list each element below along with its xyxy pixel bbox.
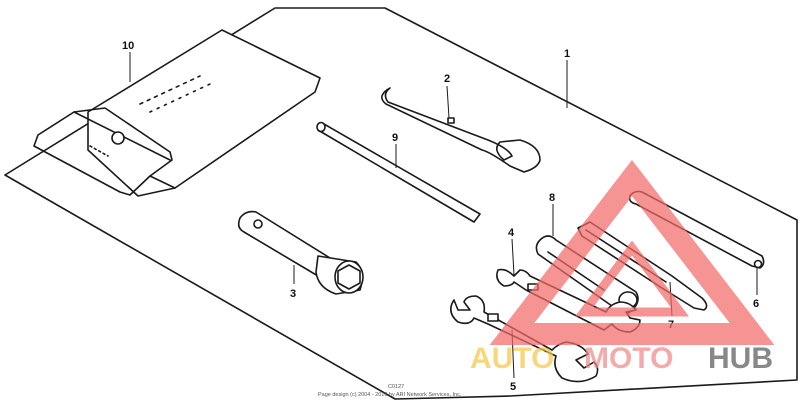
callout-9: 9	[392, 132, 398, 144]
callout-10: 10	[122, 40, 134, 52]
kit-outline	[4, 7, 798, 400]
callout-8: 8	[549, 192, 555, 204]
watermark-hub: HUB	[708, 342, 773, 375]
part-tool-bag	[33, 29, 321, 197]
part-socket	[237, 210, 364, 295]
part-rod	[316, 121, 481, 223]
leader-4	[511, 238, 515, 276]
part-pin-spanner	[381, 87, 541, 173]
footer-copyright: Page design (c) 2004 - 2016 by ARI Netwo…	[318, 392, 462, 398]
leader-2	[446, 85, 450, 119]
watermark-auto: AUTO	[470, 342, 554, 375]
callout-1: 1	[564, 48, 570, 60]
footer-code: C0127	[388, 384, 404, 390]
callout-3: 3	[290, 288, 296, 300]
callout-5: 5	[510, 381, 516, 393]
watermark-moto: MOTO	[584, 342, 673, 375]
callout-4: 4	[508, 227, 515, 239]
watermark-logo: AUTO MOTO HUB	[470, 159, 775, 375]
callout-2: 2	[444, 73, 450, 85]
callout-6: 6	[753, 298, 759, 310]
